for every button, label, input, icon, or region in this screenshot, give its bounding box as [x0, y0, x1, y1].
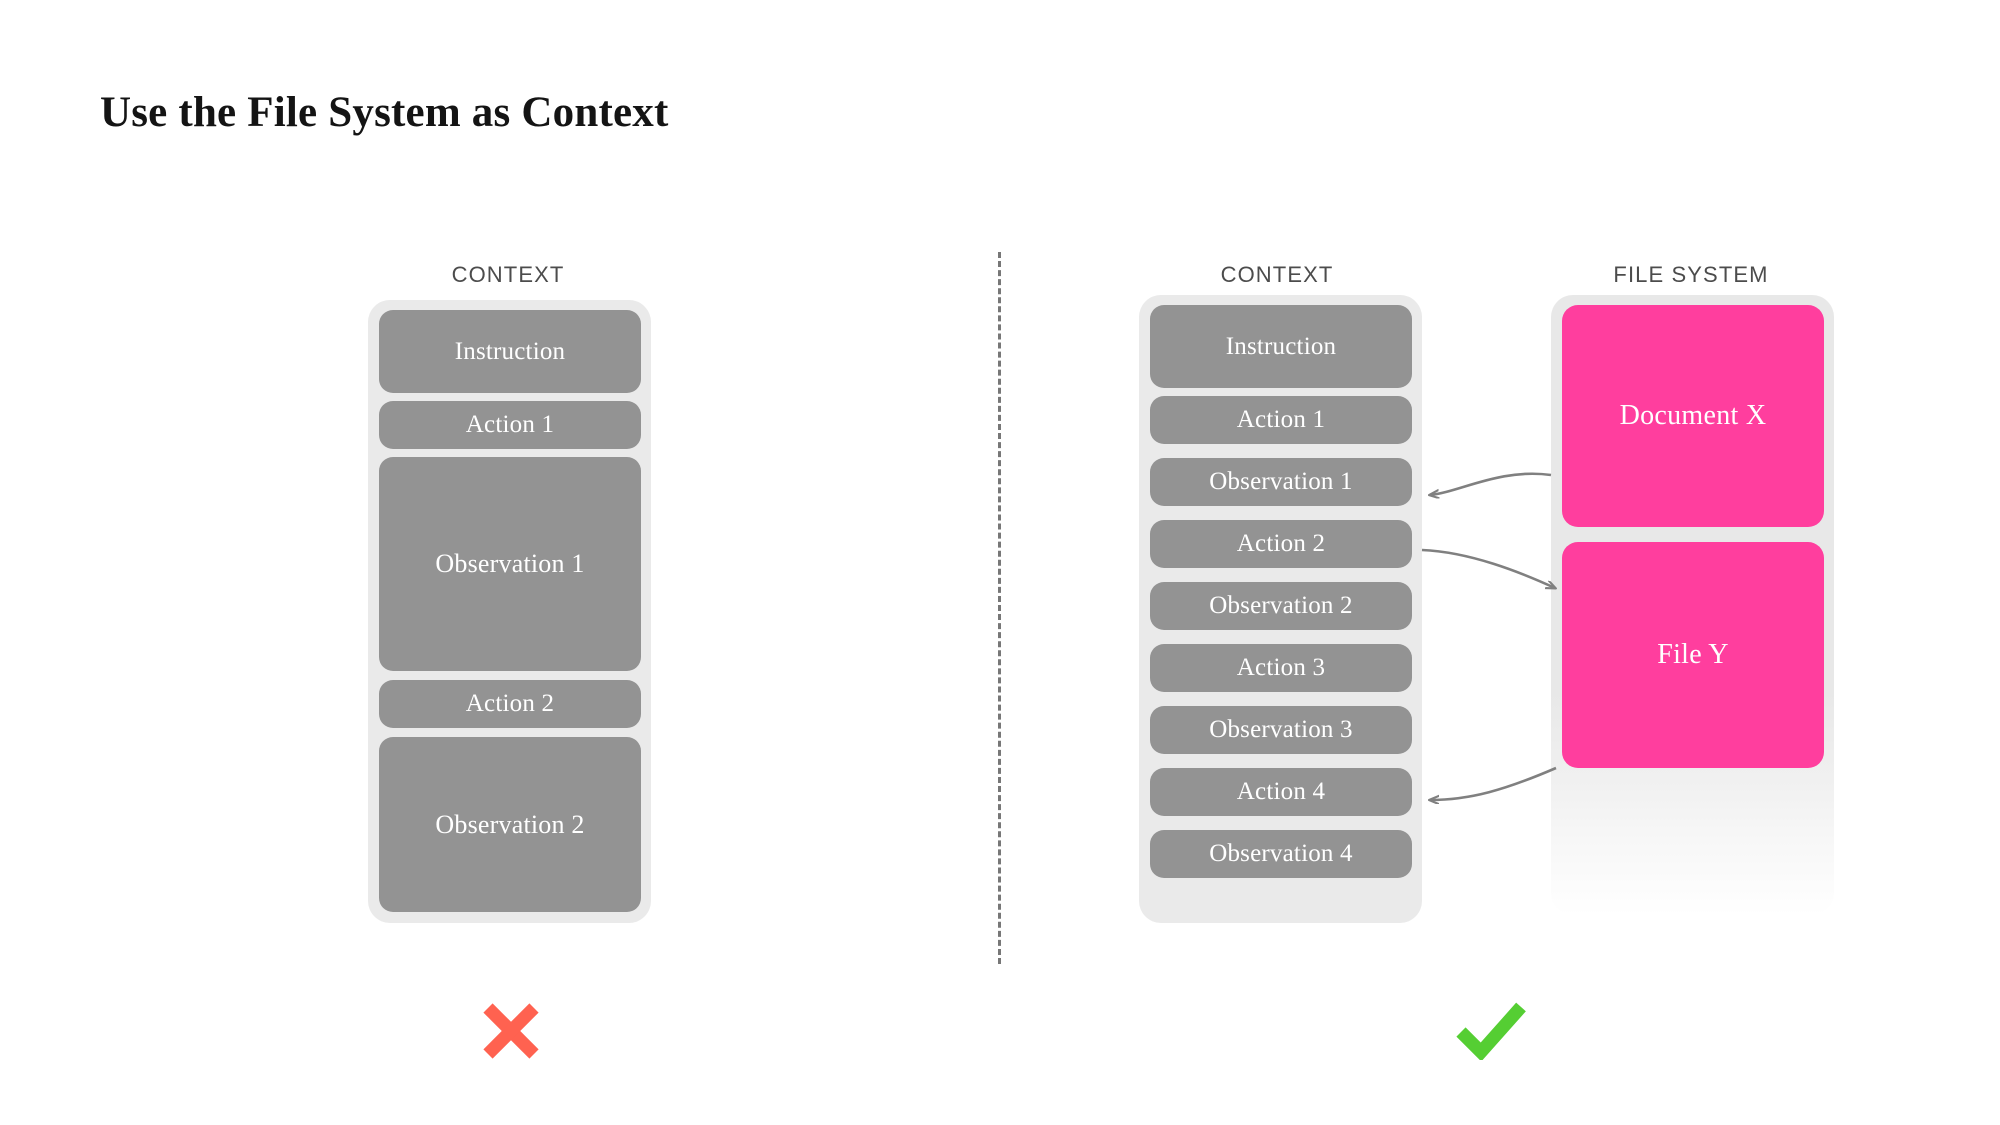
left-block-instruction[interactable]: Instruction: [379, 310, 641, 393]
section-divider: [998, 252, 1001, 964]
right-block-action-2[interactable]: Action 2: [1150, 520, 1412, 568]
arrow-file-y-to-action-4: [1430, 766, 1557, 800]
file-system-panel: Document X File Y: [1551, 295, 1834, 915]
left-context-panel: Instruction Action 1 Observation 1 Actio…: [368, 300, 651, 923]
right-block-action-3[interactable]: Action 3: [1150, 644, 1412, 692]
right-block-action-4[interactable]: Action 4: [1150, 768, 1412, 816]
check-mark-glyph: [1456, 1002, 1526, 1062]
right-block-observation-4[interactable]: Observation 4: [1150, 830, 1412, 878]
left-block-observation-1[interactable]: Observation 1: [379, 457, 641, 671]
right-block-observation-1[interactable]: Observation 1: [1150, 458, 1412, 506]
right-block-observation-3[interactable]: Observation 3: [1150, 706, 1412, 754]
file-block-file-y[interactable]: File Y: [1562, 542, 1824, 768]
right-block-observation-2[interactable]: Observation 2: [1150, 582, 1412, 630]
left-block-observation-2[interactable]: Observation 2: [379, 737, 641, 912]
file-system-caption: FILE SYSTEM: [1613, 262, 1769, 287]
check-mark-icon: [1455, 998, 1527, 1065]
left-block-action-1[interactable]: Action 1: [379, 401, 641, 449]
right-block-instruction[interactable]: Instruction: [1150, 305, 1412, 388]
left-block-action-2[interactable]: Action 2: [379, 680, 641, 728]
arrow-action-2-to-file-y: [1421, 548, 1555, 588]
left-context-caption: CONTEXT: [451, 262, 565, 287]
right-context-panel: Instruction Action 1 Observation 1 Actio…: [1139, 295, 1422, 923]
cross-mark-glyph: [483, 1003, 539, 1059]
file-block-document-x[interactable]: Document X: [1562, 305, 1824, 527]
right-block-action-1[interactable]: Action 1: [1150, 396, 1412, 444]
right-context-caption: CONTEXT: [1220, 262, 1334, 287]
cross-mark-icon: [480, 1000, 542, 1067]
page-title: Use the File System as Context: [100, 89, 669, 136]
arrow-document-x-to-observation-1: [1430, 472, 1552, 495]
